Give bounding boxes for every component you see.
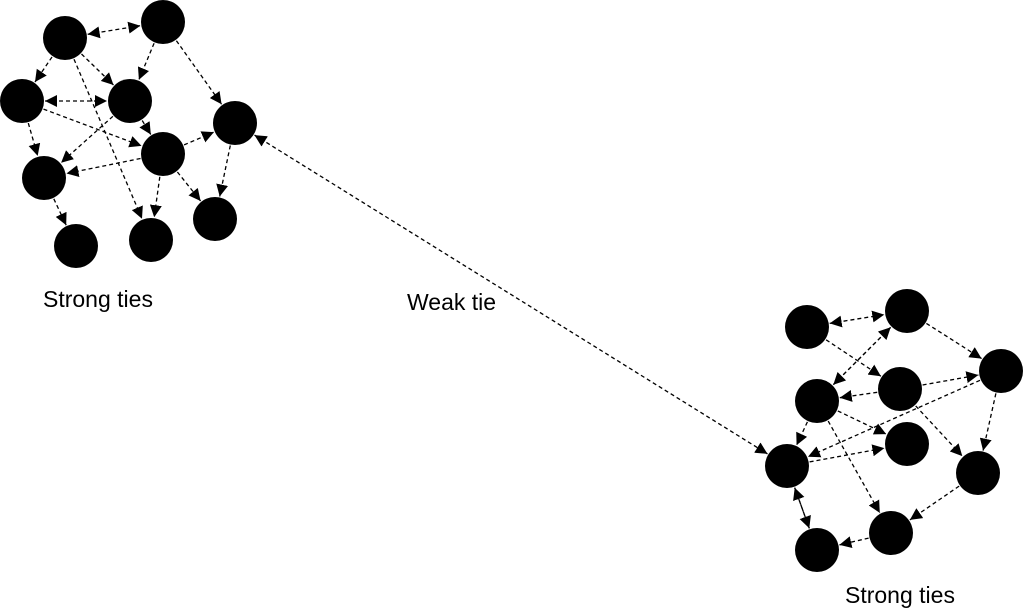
edge-A1-A9 [73, 58, 143, 220]
left-cluster-label: Strong ties [43, 286, 153, 312]
edge-A5-B7 [254, 134, 768, 455]
edge-A6-A9 [149, 176, 162, 218]
node-A6 [141, 132, 185, 176]
node-B3 [795, 379, 839, 423]
edge-B11-B9 [839, 536, 869, 549]
node-A8 [54, 224, 98, 268]
node-A3 [0, 79, 44, 123]
edge-A3-A7 [27, 122, 41, 157]
edge-B4-B8 [915, 405, 963, 457]
edge-B2-B5 [926, 322, 982, 360]
edge-A3-A6 [43, 108, 142, 148]
node-B1 [785, 305, 829, 349]
node-A2 [141, 0, 185, 44]
node-A9 [129, 218, 173, 262]
node-B4 [878, 367, 922, 411]
edge-A6-A5 [183, 131, 215, 146]
edge-B5-B8 [979, 393, 997, 451]
node-A5 [213, 101, 257, 145]
node-A7 [22, 156, 66, 200]
edge-B4-B5 [922, 371, 979, 386]
right-cluster-label: Strong ties [845, 582, 955, 608]
node-B6 [885, 422, 929, 466]
edge-A5-A10 [216, 145, 231, 197]
edge-A1-A2 [87, 21, 141, 39]
edge-A2-A4 [137, 42, 155, 81]
edge-A6-A10 [176, 171, 202, 202]
edge-A1-A3 [34, 56, 53, 83]
nodes-layer [0, 0, 1023, 572]
node-A10 [193, 197, 237, 241]
edge-B2-B3 [832, 326, 892, 386]
node-B10 [869, 511, 913, 555]
node-A1 [43, 16, 87, 60]
edge-B5-B7 [807, 379, 981, 458]
edge-B8-B11 [909, 485, 960, 521]
edge-A7-A8 [53, 198, 67, 226]
edge-B3-B2 [832, 326, 892, 386]
node-B2 [885, 289, 929, 333]
edge-B3-B10 [827, 420, 881, 514]
node-B5 [979, 349, 1023, 393]
edge-A4-A7 [60, 115, 114, 164]
edge-A1-A4 [81, 53, 114, 86]
edge-B3-B6 [837, 410, 887, 435]
edge-A2-A5 [175, 40, 223, 105]
edge-B9-B7 [793, 487, 810, 529]
node-B8 [956, 451, 1000, 495]
edge-B3-B7 [796, 421, 808, 446]
edge-B4-B3 [839, 390, 878, 402]
node-B9 [795, 528, 839, 572]
edge-B1-B2 [829, 310, 885, 328]
node-A4 [108, 79, 152, 123]
edge-A6-A7 [66, 157, 141, 177]
edge-A4-A6 [139, 120, 152, 135]
node-B7 [765, 444, 809, 488]
bridge-label: Weak tie [407, 289, 497, 315]
edges-layer [27, 21, 997, 549]
edge-B1-B4 [825, 339, 882, 377]
